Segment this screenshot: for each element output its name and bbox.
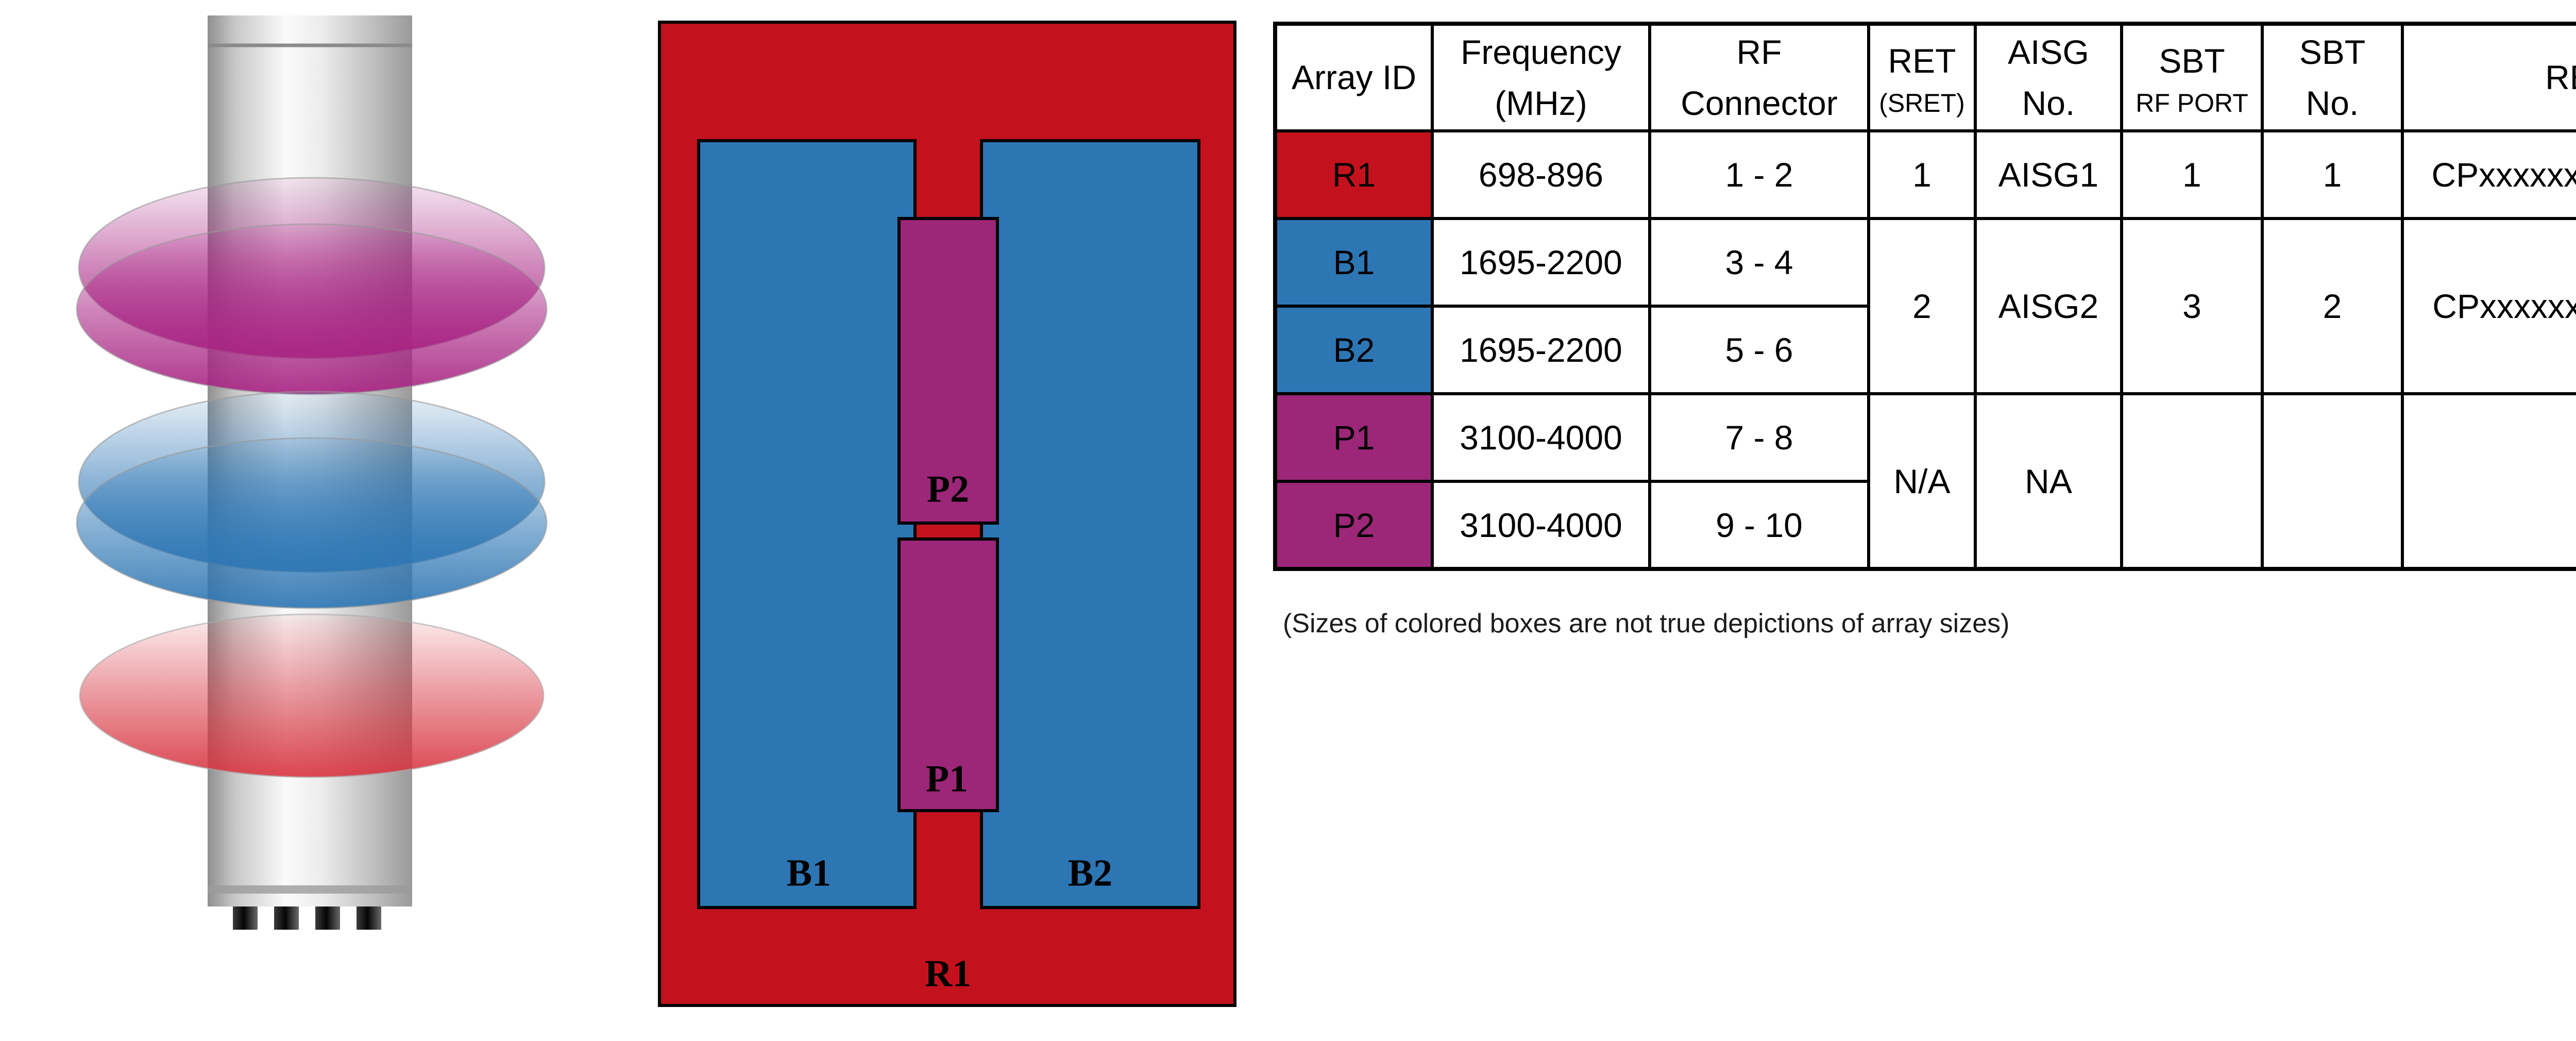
cell-p2-id: P2	[1274, 480, 1434, 570]
cell-r1-aisg: AISG1	[1974, 129, 2123, 220]
col-header-frequency: Frequency (MHz)	[1431, 22, 1651, 132]
array-layout-diagram: P2 P1 B1 B2 R1	[658, 21, 1236, 1007]
cell-b-group-sbt-rf-port: 3	[2120, 217, 2264, 395]
cell-b-group-ret: 2	[1867, 217, 1977, 395]
col-header-rf-line2: Connector	[1681, 83, 1838, 122]
cell-r1-sbt-no: 1	[2261, 129, 2404, 220]
array-spec-table: Array ID Frequency (MHz) RF Connector RE…	[1273, 22, 2576, 571]
array-label-p1: P1	[925, 758, 969, 800]
cell-r1-rf-connector: 1 - 2	[1648, 129, 1870, 220]
cell-r1-ret-uid: CPxxxxxxxxxxxxxxxxR1	[2401, 129, 2576, 220]
col-header-ret-line1: RET	[1888, 41, 1956, 80]
antenna-illustration	[76, 15, 548, 930]
cell-r1-id: R1	[1274, 129, 1434, 220]
cell-p-group-sbt-rf-port	[2120, 392, 2264, 570]
header-row: Array ID Frequency (MHz) RF Connector RE…	[1274, 22, 2576, 132]
col-header-frequency-line1: Frequency	[1461, 32, 1621, 71]
col-header-frequency-line2: (MHz)	[1495, 83, 1587, 122]
cell-b-group-sbt-no: 2	[2261, 217, 2404, 395]
footnote: (Sizes of colored boxes are not true dep…	[1283, 609, 2010, 639]
cell-b-group-ret-uid: CPxxxxxxxxxxxxxxxxB1	[2401, 217, 2576, 395]
spec-table-wrapper: Array ID Frequency (MHz) RF Connector RE…	[1273, 22, 2576, 571]
antenna-connector-pins	[233, 906, 381, 930]
blue-beam-disc-lower	[76, 437, 548, 609]
red-beam-disc	[79, 613, 545, 778]
col-header-sbt-port-line2: RF PORT	[2136, 88, 2248, 117]
col-header-aisg-no: AISG No.	[1974, 22, 2123, 132]
col-header-sbt-port-line1: SBT	[2159, 41, 2225, 80]
array-label-r1: R1	[924, 952, 972, 995]
cell-p-group-sbt-no	[2261, 392, 2404, 570]
cell-p1-id: P1	[1274, 392, 1434, 483]
table-row-b2: B2 1695-2200 5 - 6	[1274, 305, 2576, 395]
col-header-ret-uid-label: RET UID	[2545, 58, 2576, 96]
table-row-r1: R1 698-896 1 - 2 1 AISG1 1 1 CPxxxxxxxxx…	[1274, 129, 2576, 220]
cell-p-group-aisg: NA	[1974, 392, 2123, 570]
cell-p1-rf-connector: 7 - 8	[1648, 392, 1870, 483]
cell-b-group-aisg: AISG2	[1974, 217, 2123, 395]
col-header-ret: RET (SRET)	[1867, 22, 1977, 132]
col-header-rf-line1: RF	[1736, 32, 1782, 71]
col-header-array-id-label: Array ID	[1291, 58, 1417, 96]
col-header-ret-uid: RET UID	[2401, 22, 2576, 132]
magenta-beam-disc-lower	[76, 223, 548, 395]
table-row-p1: P1 3100-4000 7 - 8 N/A NA N/A	[1274, 392, 2576, 570]
array-box-p2	[897, 217, 999, 525]
cell-p-group-ret: N/A	[1867, 392, 1977, 570]
col-header-aisg-line2: No.	[2022, 83, 2075, 122]
cell-b2-rf-connector: 5 - 6	[1648, 305, 1870, 395]
cell-b1-frequency: 1695-2200	[1431, 217, 1651, 308]
array-label-p2: P2	[926, 468, 970, 511]
array-box-b1	[697, 139, 917, 909]
cell-p2-frequency: 3100-4000	[1431, 480, 1651, 570]
table-row-b1: B1 1695-2200 3 - 4 2 AISG2 3 2 CPxxxxxxx…	[1274, 217, 2576, 395]
col-header-sbt-no-line2: No.	[2306, 83, 2359, 122]
cell-b2-frequency: 1695-2200	[1431, 305, 1651, 395]
table-row-p2: P2 3100-4000 9 - 10	[1274, 480, 2576, 570]
cell-p2-rf-connector: 9 - 10	[1648, 480, 1870, 570]
col-header-aisg-line1: AISG	[2008, 32, 2089, 71]
array-label-b1: B1	[786, 852, 832, 895]
col-header-sbt-no-line1: SBT	[2299, 32, 2366, 71]
cell-p-group-ret-uid: N/A	[2401, 392, 2576, 570]
cell-b1-rf-connector: 3 - 4	[1648, 217, 1870, 308]
cell-b1-id: B1	[1274, 217, 1434, 308]
cell-r1-frequency: 698-896	[1431, 129, 1651, 220]
col-header-sbt-rf-port: SBT RF PORT	[2120, 22, 2264, 132]
col-header-rf-connector: RF Connector	[1648, 22, 1870, 132]
array-box-p1	[897, 538, 999, 812]
cell-b2-id: B2	[1274, 305, 1434, 395]
array-box-b2	[980, 139, 1200, 909]
col-header-sbt-no: SBT No.	[2261, 22, 2404, 132]
antenna-groove	[208, 885, 412, 894]
array-label-b2: B2	[1067, 852, 1113, 895]
cell-p1-frequency: 3100-4000	[1431, 392, 1651, 483]
col-header-array-id: Array ID	[1274, 22, 1434, 132]
cell-r1-ret: 1	[1867, 129, 1977, 220]
cell-r1-sbt-rf-port: 1	[2120, 129, 2264, 220]
col-header-ret-line2: (SRET)	[1879, 88, 1965, 117]
